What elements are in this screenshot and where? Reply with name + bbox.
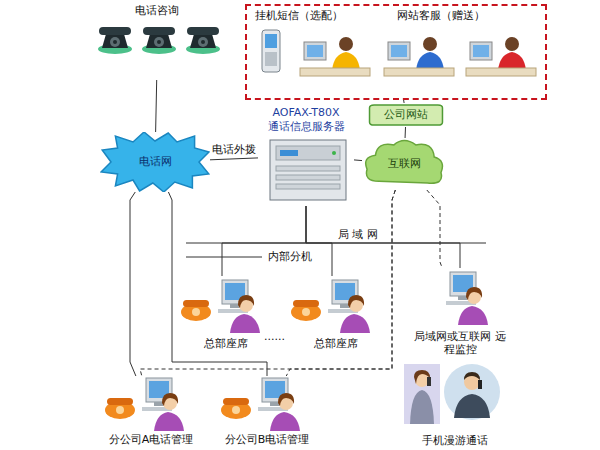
service-region: 挂机短信（选配） 网站客服（赠送） bbox=[245, 4, 547, 100]
consult-phones bbox=[186, 27, 220, 54]
consult-phones bbox=[98, 27, 132, 54]
node-label: 总部座席 bbox=[204, 337, 248, 350]
roaming-people bbox=[404, 364, 440, 424]
branch-station: 分公司B电话管理 bbox=[212, 376, 322, 448]
roaming-call: 手机漫游通话 bbox=[400, 362, 510, 448]
link-line bbox=[306, 206, 460, 268]
workstations bbox=[458, 287, 488, 325]
internet-cloud-outline bbox=[366, 141, 443, 184]
phone-network-outline bbox=[101, 132, 209, 192]
server-box bbox=[276, 166, 340, 171]
mobile-handset bbox=[262, 30, 280, 72]
service-agents bbox=[384, 37, 454, 76]
service-agents bbox=[300, 37, 536, 76]
node-label: AOFAX-T80X bbox=[272, 106, 339, 119]
dashed-link bbox=[427, 190, 442, 268]
website-scroll: 公司网站 bbox=[368, 103, 444, 127]
roaming-people bbox=[454, 394, 490, 418]
hq-seat: 总部座席 bbox=[176, 276, 268, 354]
workstations bbox=[291, 280, 370, 333]
roaming-people bbox=[478, 380, 482, 389]
node-label: 电话网 bbox=[139, 155, 172, 168]
link-line bbox=[222, 206, 306, 276]
roaming-people bbox=[404, 364, 500, 424]
node-label: 网站客服（赠送） bbox=[397, 9, 485, 22]
branch-station: 分公司A电话管理 bbox=[96, 376, 206, 448]
node-label: 挂机短信（选配） bbox=[255, 9, 343, 22]
network-label: 内部分机 bbox=[266, 250, 314, 263]
roaming-people bbox=[464, 372, 480, 380]
hq-seat: 总部座席 bbox=[286, 276, 378, 354]
node-label: 手机漫游通话 bbox=[422, 434, 488, 447]
server-box bbox=[276, 146, 340, 160]
phone-group: 电话咨询 bbox=[90, 2, 225, 80]
link-line bbox=[306, 206, 332, 276]
roaming-people bbox=[427, 377, 431, 386]
consult-phones bbox=[142, 27, 176, 54]
roaming-people bbox=[410, 390, 434, 424]
server-box bbox=[276, 175, 340, 180]
workstations bbox=[230, 295, 260, 333]
service-agents bbox=[300, 37, 370, 76]
node-label: 通话信息服务器 bbox=[268, 120, 345, 133]
mobile-handset bbox=[265, 52, 277, 66]
consult-phones bbox=[98, 27, 220, 54]
workstations bbox=[446, 272, 488, 325]
workstations bbox=[105, 272, 488, 431]
workstations bbox=[181, 300, 211, 321]
server-box bbox=[270, 140, 346, 200]
server-node: AOFAX-T80X通话信息服务器 bbox=[258, 106, 354, 206]
mobile-handset bbox=[262, 30, 280, 72]
link-line bbox=[403, 100, 404, 103]
edge-label: 电话外拨 bbox=[210, 143, 258, 156]
workstations bbox=[340, 295, 370, 333]
workstations bbox=[105, 378, 184, 431]
node-label: 局域网或互联网 远程监控 bbox=[414, 330, 506, 356]
server-box bbox=[276, 184, 340, 189]
node-label: 分公司B电话管理 bbox=[225, 433, 310, 446]
node-label: 总部座席 bbox=[314, 337, 358, 350]
link-line bbox=[354, 159, 362, 161]
link-line bbox=[210, 158, 258, 160]
website-scroll-outline bbox=[370, 105, 443, 125]
server-box bbox=[270, 140, 346, 200]
workstations bbox=[154, 393, 184, 431]
workstations bbox=[221, 378, 300, 431]
link-line bbox=[156, 80, 157, 132]
network-label: 局 域 网 bbox=[336, 228, 380, 241]
link-line bbox=[405, 127, 406, 138]
workstations bbox=[221, 398, 251, 419]
link-line bbox=[130, 192, 136, 376]
internet-cloud: 互联网 bbox=[362, 138, 446, 190]
workstations bbox=[105, 398, 135, 419]
remote-monitor: 局域网或互联网 远程监控 bbox=[400, 268, 520, 364]
dashed-link bbox=[140, 190, 395, 376]
link-line bbox=[168, 192, 267, 376]
lan-bus bbox=[186, 257, 262, 258]
service-agents bbox=[466, 37, 536, 76]
dashed-link bbox=[286, 190, 395, 376]
server-box bbox=[332, 151, 336, 155]
roaming-people bbox=[444, 364, 500, 420]
lan-bus bbox=[186, 243, 486, 257]
workstations bbox=[270, 393, 300, 431]
node-label: 互联网 bbox=[388, 157, 421, 170]
server-box bbox=[280, 150, 298, 156]
mobile-handset bbox=[265, 34, 277, 48]
node-label: 公司网站 bbox=[384, 108, 428, 121]
node-label: 电话咨询 bbox=[135, 4, 179, 17]
network-label: ...... bbox=[262, 330, 287, 343]
node-label: 分公司A电话管理 bbox=[109, 433, 194, 446]
workstations bbox=[291, 300, 321, 321]
phone-network: 电话网 bbox=[100, 132, 210, 192]
workstations bbox=[181, 280, 260, 333]
